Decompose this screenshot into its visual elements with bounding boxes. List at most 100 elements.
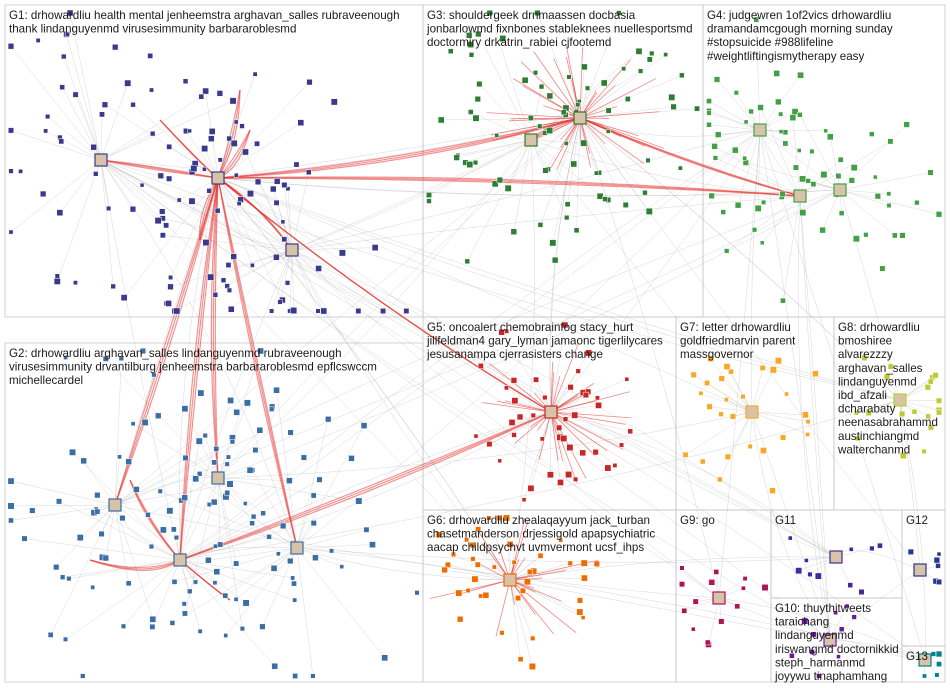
node — [796, 148, 802, 153]
edge — [100, 159, 159, 221]
node — [182, 610, 188, 617]
edge — [179, 411, 552, 561]
edge — [179, 523, 253, 561]
node — [8, 168, 14, 174]
edge — [124, 177, 219, 298]
edge — [799, 114, 841, 191]
node — [504, 184, 512, 192]
node — [668, 93, 676, 101]
node — [914, 199, 920, 206]
node — [826, 133, 834, 141]
edge — [530, 139, 606, 200]
edge — [792, 117, 801, 197]
edge — [799, 195, 831, 641]
node — [456, 615, 464, 623]
edge-emphasized — [217, 177, 298, 549]
node — [202, 239, 210, 247]
node — [510, 377, 518, 384]
edge — [540, 117, 581, 225]
edge — [217, 477, 237, 564]
node — [273, 178, 281, 185]
node — [707, 355, 714, 362]
node — [213, 568, 221, 575]
node — [300, 454, 307, 461]
group-label-g4-line-3: #weightliftingismytherapy easy — [707, 50, 864, 63]
node — [699, 458, 706, 465]
node — [171, 579, 178, 585]
edge — [709, 406, 753, 413]
node — [380, 308, 387, 314]
node — [581, 63, 588, 71]
node — [226, 480, 234, 488]
node — [782, 129, 789, 136]
node — [933, 556, 941, 564]
node — [799, 175, 806, 183]
node — [254, 178, 262, 186]
node — [292, 673, 299, 679]
hub-node — [745, 405, 759, 419]
group-label-g5-line-1: jillfeldman4 gary_lyman jamaonc tigerlil… — [426, 335, 663, 348]
node — [369, 541, 376, 548]
node — [167, 283, 174, 290]
edge — [790, 537, 837, 558]
node — [181, 405, 189, 413]
node — [202, 87, 209, 95]
node — [646, 56, 653, 63]
edge — [700, 393, 753, 413]
edge — [114, 457, 186, 506]
group-label-g9-line-0: G9: go — [680, 514, 715, 527]
edge — [57, 159, 102, 282]
node — [491, 180, 499, 188]
group-label-g4-line-0: G4: judgewren 1of2vics drhowardliu — [707, 9, 891, 22]
edge-emphasized — [217, 177, 552, 413]
edge — [782, 195, 801, 301]
edge — [100, 133, 153, 161]
node — [149, 623, 156, 630]
hub-node — [833, 183, 847, 197]
edge — [179, 249, 293, 561]
edge — [456, 139, 532, 158]
node — [503, 514, 511, 522]
node — [129, 206, 137, 213]
node — [584, 85, 591, 91]
edge — [66, 34, 102, 161]
node — [117, 454, 122, 460]
node — [782, 140, 789, 147]
node — [593, 170, 599, 176]
group-label-g2-line-2: michellecardel — [9, 374, 83, 387]
edge — [530, 139, 801, 197]
node — [769, 366, 777, 374]
edge — [579, 117, 921, 571]
node — [166, 175, 173, 182]
edge — [217, 477, 243, 629]
node — [230, 253, 237, 260]
node — [740, 394, 746, 400]
node — [932, 372, 939, 379]
edge — [467, 139, 532, 262]
edge-emphasized — [217, 177, 552, 413]
node — [706, 98, 712, 104]
node — [903, 121, 910, 128]
edge — [114, 189, 841, 506]
edge-emphasized — [212, 177, 219, 479]
node — [816, 673, 822, 679]
node — [230, 139, 238, 147]
node — [130, 102, 136, 108]
node — [718, 375, 725, 382]
edge-emphasized — [217, 177, 552, 413]
edge — [751, 411, 809, 422]
node — [742, 159, 749, 166]
node — [465, 588, 471, 594]
node — [53, 277, 61, 285]
group-label-g7-line-0: G7: letter drhowardliu — [680, 321, 791, 334]
node — [271, 662, 279, 670]
node — [635, 47, 643, 55]
edge — [530, 139, 753, 413]
node — [281, 236, 288, 243]
node — [563, 141, 569, 146]
edge — [279, 249, 293, 303]
edge — [178, 177, 219, 561]
node — [414, 590, 420, 596]
node — [212, 292, 219, 298]
node — [249, 520, 255, 526]
